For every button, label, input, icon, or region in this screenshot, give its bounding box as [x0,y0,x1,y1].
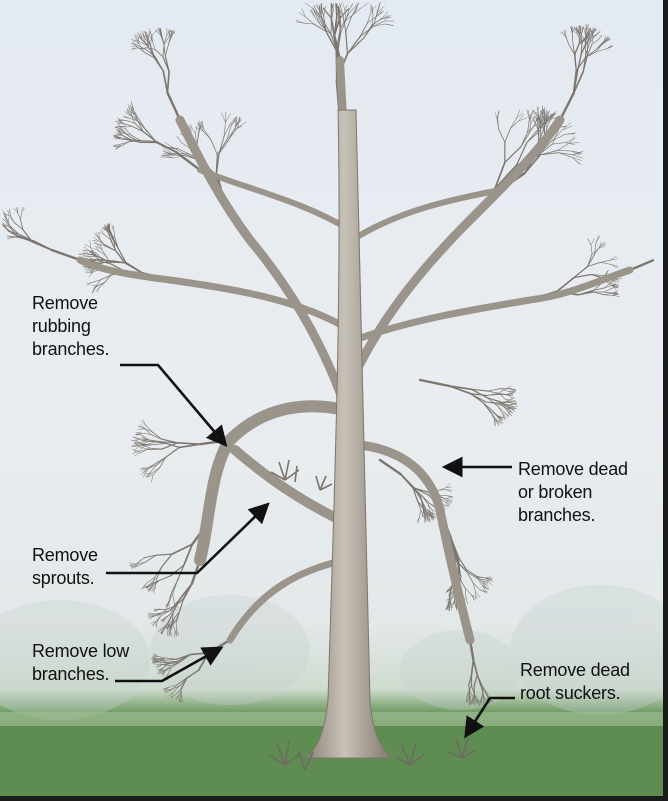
callout-low-branches: Remove low branches. [32,640,129,686]
rubbing-arrow [120,365,224,443]
frame-border-bottom [0,796,668,801]
callout-rubbing-branches: Remove rubbing branches. [32,292,109,361]
frame-border-right [663,0,668,801]
callout-dead-root-suckers: Remove dead root suckers. [520,659,630,705]
callout-sprouts: Remove sprouts. [32,544,98,590]
callout-dead-broken-branches: Remove dead or broken branches. [518,458,628,527]
tree-trunk [306,110,392,758]
